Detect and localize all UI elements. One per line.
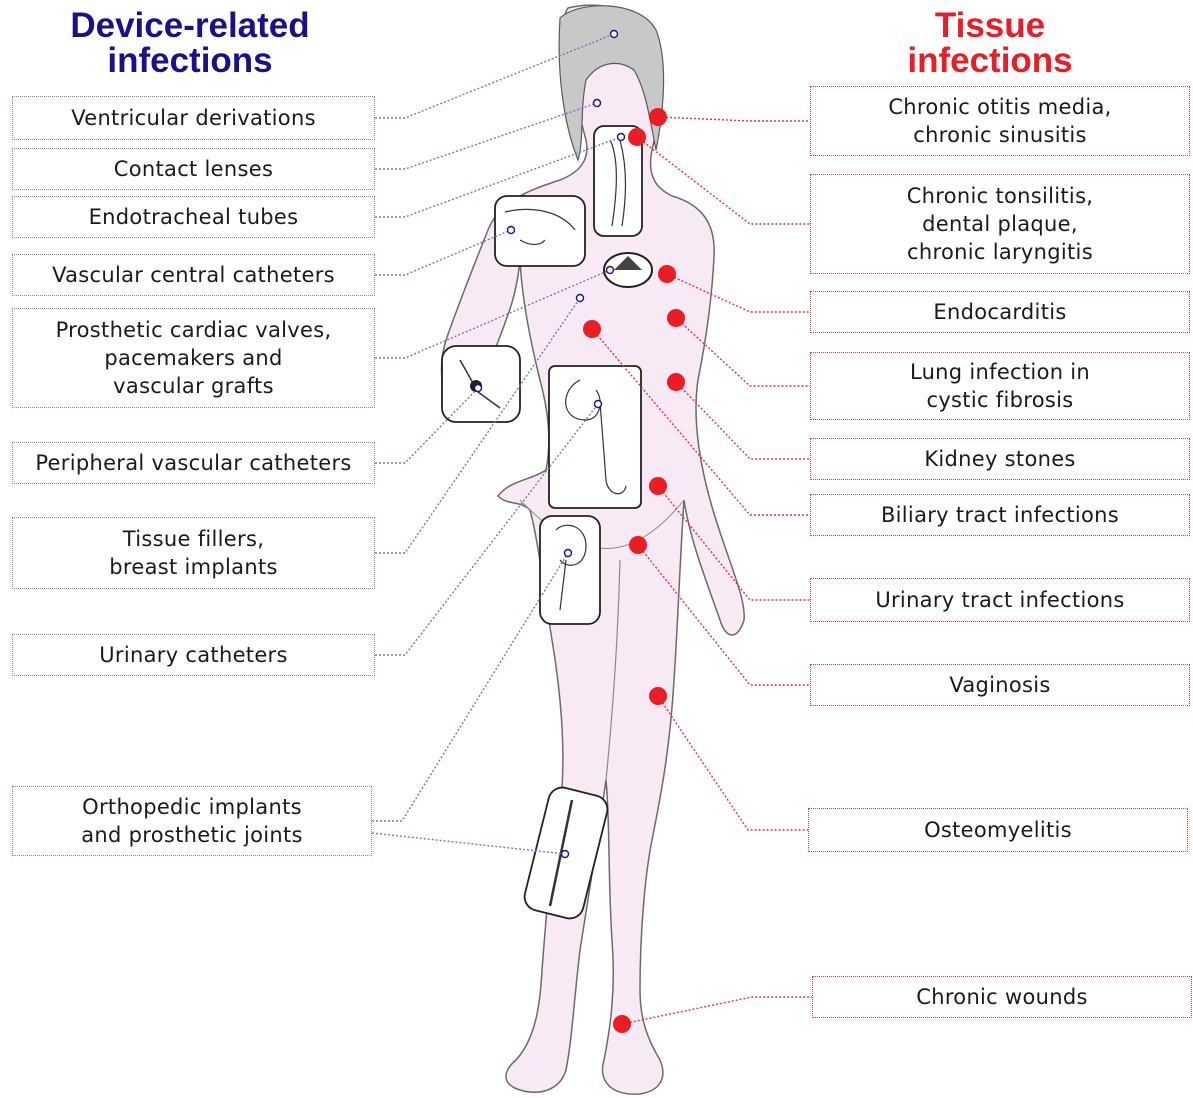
tissue-label-vaginosis: Vaginosis <box>810 664 1190 706</box>
tissue-label-chronic-tonsilitis-dental-plaque: Chronic tonsilitis, dental plaque, chron… <box>810 174 1190 274</box>
tissue-site-marker <box>658 265 676 283</box>
device-label-text: Urinary catheters <box>99 641 287 669</box>
device-label-prosthetic-cardiac-valves-pacema: Prosthetic cardiac valves, pacemakers an… <box>12 308 375 408</box>
device-label-endotracheal-tubes: Endotracheal tubes <box>12 196 375 238</box>
device-label-tissue-fillers-breast-implants: Tissue fillers, breast implants <box>12 517 375 589</box>
device-label-text: Vascular central catheters <box>52 261 335 289</box>
tissue-label-text: Lung infection in cystic fibrosis <box>910 358 1090 414</box>
tissue-label-biliary-tract-infections: Biliary tract infections <box>810 494 1190 536</box>
device-site-marker <box>475 385 482 392</box>
device-site-marker <box>595 401 602 408</box>
breast-implant-inset <box>540 516 600 624</box>
device-label-text: Endotracheal tubes <box>89 203 299 231</box>
tissue-label-lung-infection-in-cystic-fibrosi: Lung infection in cystic fibrosis <box>810 352 1190 420</box>
tissue-label-text: Biliary tract infections <box>881 501 1119 529</box>
device-connector-line <box>372 833 565 854</box>
tissue-label-kidney-stones: Kidney stones <box>810 438 1190 480</box>
tissue-label-text: Urinary tract infections <box>875 586 1124 614</box>
device-label-orthopedic-implants-and-prosthet: Orthopedic implants and prosthetic joint… <box>12 786 372 856</box>
tissue-label-osteomyelitis: Osteomyelitis <box>808 808 1188 852</box>
tissue-site-marker <box>649 477 667 495</box>
device-label-text: Prosthetic cardiac valves, pacemakers an… <box>56 316 332 400</box>
tissue-site-marker <box>667 309 685 327</box>
device-label-urinary-catheters: Urinary catheters <box>12 634 375 676</box>
tissue-label-text: Kidney stones <box>924 445 1075 473</box>
urinary-catheter-inset <box>549 366 641 508</box>
tissue-label-endocarditis: Endocarditis <box>810 291 1190 333</box>
device-label-text: Ventricular derivations <box>71 104 316 132</box>
tissue-site-marker <box>649 108 667 126</box>
tissue-site-marker <box>649 687 667 705</box>
tissue-connector-line <box>658 117 810 121</box>
tissue-label-text: Chronic tonsilitis, dental plaque, chron… <box>907 182 1094 266</box>
tissue-label-text: Endocarditis <box>933 298 1066 326</box>
device-site-marker <box>577 295 584 302</box>
device-label-vascular-central-catheters: Vascular central catheters <box>12 254 375 296</box>
device-label-text: Orthopedic implants and prosthetic joint… <box>81 793 303 849</box>
tissue-label-text: Vaginosis <box>949 671 1050 699</box>
device-label-text: Peripheral vascular catheters <box>35 449 351 477</box>
device-label-text: Contact lenses <box>114 155 273 183</box>
device-label-contact-lenses: Contact lenses <box>12 148 375 190</box>
tissue-label-text: Chronic wounds <box>916 983 1087 1011</box>
tissue-site-marker <box>628 128 646 146</box>
device-label-ventricular-derivations: Ventricular derivations <box>12 96 375 140</box>
tissue-label-text: Chronic otitis media, chronic sinusitis <box>888 93 1111 149</box>
device-site-marker <box>594 100 601 107</box>
tissue-label-chronic-wounds: Chronic wounds <box>812 976 1192 1018</box>
tissue-connector-line <box>622 997 812 1024</box>
tissue-connector-line <box>658 696 808 830</box>
device-site-marker <box>607 267 614 274</box>
tissue-label-text: Osteomyelitis <box>924 816 1072 844</box>
device-site-marker <box>562 851 569 858</box>
tissue-label-chronic-otitis-media-chronic-sin: Chronic otitis media, chronic sinusitis <box>810 86 1190 156</box>
device-connector-line <box>372 553 568 821</box>
device-site-marker <box>565 550 572 557</box>
device-site-marker <box>611 31 618 38</box>
device-site-marker <box>508 227 515 234</box>
device-connector-line <box>375 103 597 169</box>
device-site-marker <box>618 134 625 141</box>
tissue-label-urinary-tract-infections: Urinary tract infections <box>810 578 1190 622</box>
device-label-text: Tissue fillers, breast implants <box>109 525 277 581</box>
device-label-peripheral-vascular-catheters: Peripheral vascular catheters <box>12 442 375 484</box>
tissue-site-marker <box>613 1015 631 1033</box>
tissue-site-marker <box>667 373 685 391</box>
tissue-site-marker <box>629 536 647 554</box>
tissue-site-marker <box>583 320 601 338</box>
